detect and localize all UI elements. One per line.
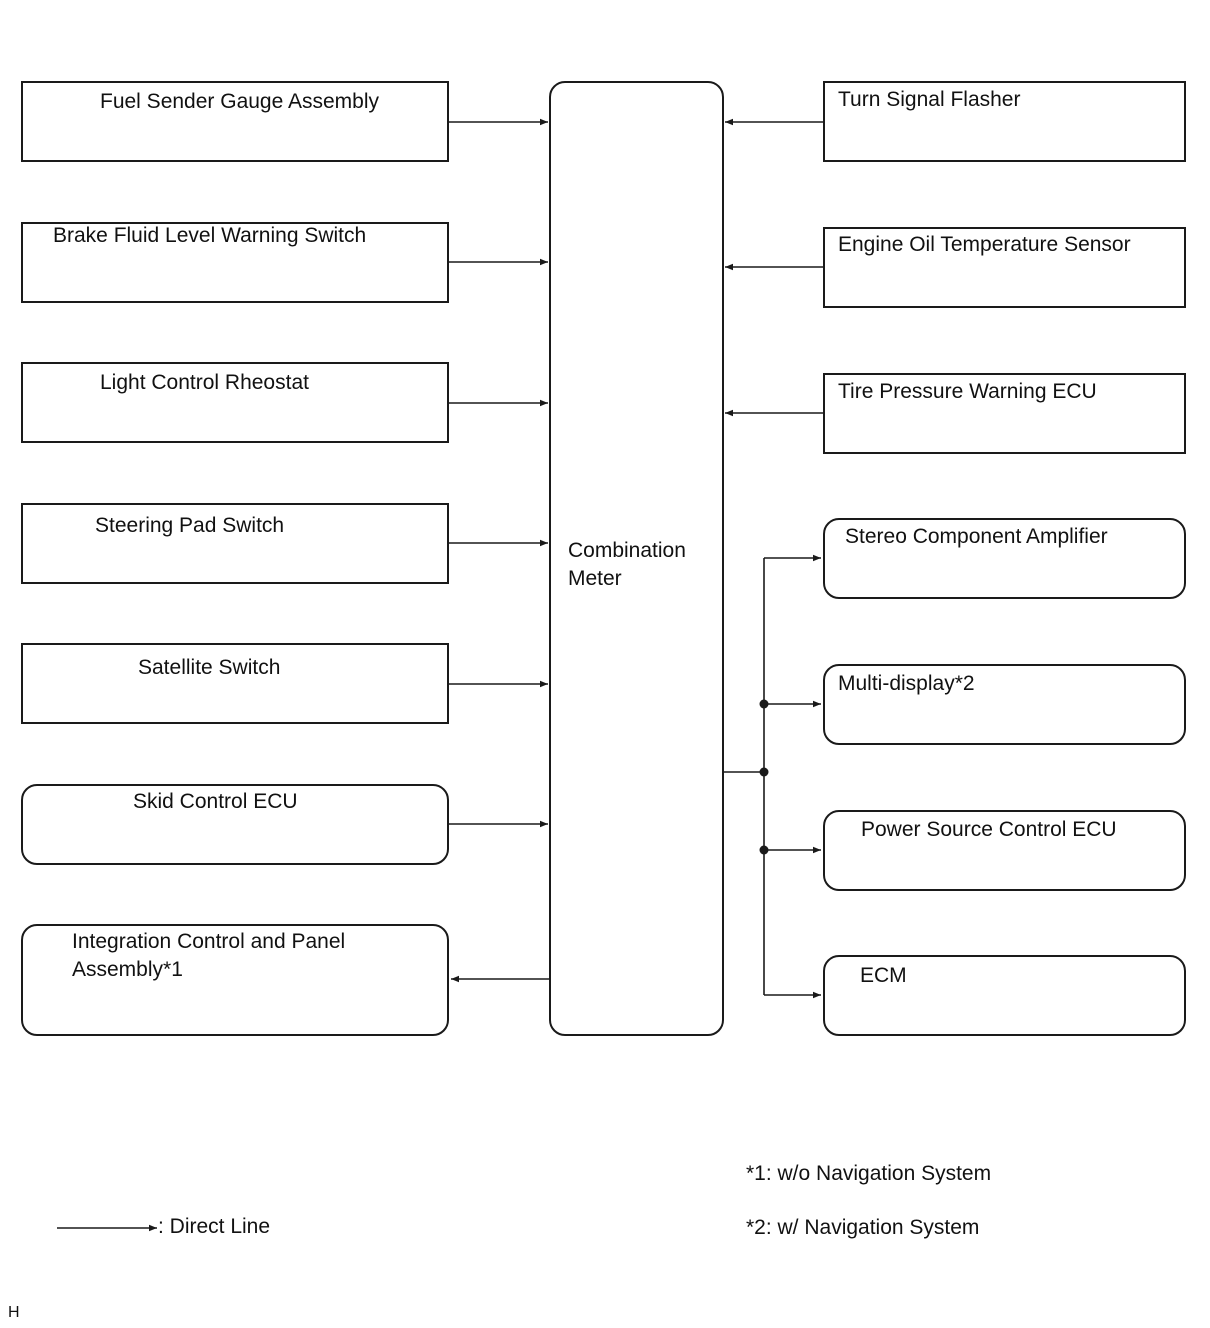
combination-meter-box bbox=[549, 81, 724, 1036]
engine-oil-temp-sensor-box bbox=[823, 227, 1186, 308]
engine-oil-temp-sensor-label: Engine Oil Temperature Sensor bbox=[838, 233, 1131, 256]
integration-control-label: Integration Control and Panel Assembly*1 bbox=[72, 930, 346, 981]
combination-meter-label-line1: Combination bbox=[568, 539, 686, 562]
ecm-box bbox=[823, 955, 1186, 1036]
corner-mark: H bbox=[8, 1304, 20, 1321]
junction-dot bbox=[759, 845, 769, 855]
junction-dot bbox=[759, 699, 769, 709]
tire-pressure-ecu-box bbox=[823, 373, 1186, 454]
steering-pad-switch-box bbox=[21, 503, 449, 584]
combination-meter-label-line2: Meter bbox=[568, 567, 622, 590]
fuel-sender-gauge-label: Fuel Sender Gauge Assembly bbox=[100, 90, 379, 113]
turn-signal-flasher-label: Turn Signal Flasher bbox=[838, 88, 1021, 111]
satellite-switch-label: Satellite Switch bbox=[138, 656, 281, 679]
brake-fluid-switch-label: Brake Fluid Level Warning Switch bbox=[53, 224, 367, 247]
skid-control-ecu-box bbox=[21, 784, 449, 865]
stereo-amplifier-label: Stereo Component Amplifier bbox=[845, 525, 1108, 548]
legend-direct-line-label: : Direct Line bbox=[158, 1215, 271, 1238]
satellite-switch-box bbox=[21, 643, 449, 724]
steering-pad-switch-label: Steering Pad Switch bbox=[95, 514, 285, 537]
tire-pressure-ecu-label: Tire Pressure Warning ECU bbox=[838, 380, 1097, 403]
junction-dot bbox=[759, 767, 769, 777]
brake-fluid-switch-box bbox=[21, 222, 449, 303]
power-source-ecu-label: Power Source Control ECU bbox=[861, 818, 1117, 841]
power-source-ecu-box bbox=[823, 810, 1186, 891]
multi-display-label: Multi-display*2 bbox=[838, 672, 975, 695]
fuel-sender-gauge-box bbox=[21, 81, 449, 162]
multi-display-box bbox=[823, 664, 1186, 745]
footnote-2: *2: w/ Navigation System bbox=[746, 1216, 980, 1239]
turn-signal-flasher-box bbox=[823, 81, 1186, 162]
footnote-1: *1: w/o Navigation System bbox=[746, 1162, 992, 1185]
ecm-label: ECM bbox=[860, 964, 907, 987]
stereo-amplifier-box bbox=[823, 518, 1186, 599]
skid-control-ecu-label: Skid Control ECU bbox=[133, 790, 298, 813]
integration-control-box bbox=[21, 924, 449, 1036]
light-control-rheostat-box bbox=[21, 362, 449, 443]
light-control-rheostat-label: Light Control Rheostat bbox=[100, 371, 309, 394]
